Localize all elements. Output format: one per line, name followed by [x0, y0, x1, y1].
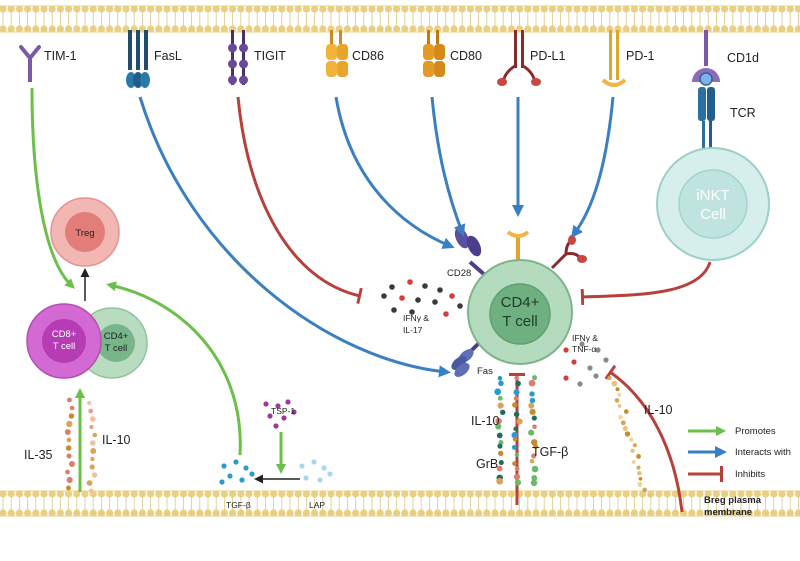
legend: Promotes Interacts with Inhibits Breg pl…: [688, 426, 791, 518]
treg-label: Treg: [75, 228, 94, 239]
pdl1-receptor-icon: [497, 30, 541, 86]
cd4-tcell-label-line1: CD4+: [501, 294, 540, 311]
cd1d-label: CD1d: [727, 51, 759, 65]
cd28-label: CD28: [447, 268, 471, 279]
pdl1-label: PD-L1: [530, 49, 565, 63]
fas-label: Fas: [477, 366, 493, 377]
cd8-label-line1: CD8+: [52, 329, 77, 340]
cd4-tcell-label-line2: T cell: [502, 313, 538, 330]
treg-cell: [50, 197, 120, 267]
cd80-to-cd28-arrow: [430, 96, 466, 237]
tigit-receptor-icon: [228, 30, 248, 85]
cd4-tcell-receptors: [451, 227, 587, 377]
top-plasma-membrane: [0, 5, 800, 33]
pd1-receptor-icon: [601, 30, 627, 87]
bottom-plasma-membrane: [0, 490, 800, 517]
ifn-tnf-label-line1: IFNγ &: [572, 333, 598, 343]
membrane-label-line1: Breg plasma: [704, 495, 762, 506]
inhibition-lines: [236, 96, 712, 513]
fasl-label: FasL: [154, 49, 182, 63]
cd4-small-label-line1: CD4+: [104, 331, 129, 342]
tim1-label: TIM-1: [44, 49, 77, 63]
il10-center-label: IL-10: [471, 414, 500, 428]
grb-label: GrB: [476, 457, 498, 471]
cd4-small-label-line2: T cell: [105, 343, 128, 354]
cd86-label: CD86: [352, 49, 384, 63]
cd8-cell: [26, 303, 102, 379]
pd1-label: PD-1: [626, 49, 655, 63]
tgfb-bottom-label: TGF-β: [226, 500, 251, 510]
ifn-il17-label-line1: IFNγ &: [403, 313, 429, 323]
tim1-receptor-icon: [19, 45, 41, 82]
cd1d-tcr-complex-icon: [692, 30, 720, 151]
inkt-label-line1: iNKT: [696, 187, 729, 204]
il35-label: IL-35: [24, 448, 53, 462]
il10-left-label: IL-10: [102, 433, 131, 447]
lap-label: LAP: [309, 500, 325, 510]
cytokine-particles: [64, 279, 652, 498]
fasl-receptor-icon: [126, 30, 150, 88]
membrane-label-line2: membrane: [704, 507, 752, 518]
tigit-label: TIGIT: [254, 49, 286, 63]
fasl-to-fas-arrow: [138, 96, 451, 378]
cd4-tcell: [467, 259, 573, 365]
tigit-inhibits-cytokines: [236, 96, 363, 305]
inkt-inhibits-tcell: [580, 261, 712, 306]
cd86-to-cd28-arrow: [334, 96, 455, 249]
tsp1-label: TSP-1: [271, 406, 295, 416]
il10-inhibits-ifn-tnf: [604, 364, 684, 513]
pd1-to-pdl1-arrow: [571, 96, 615, 239]
legend-promotes-label: Promotes: [735, 426, 776, 437]
legend-inhibits-label: Inhibits: [735, 469, 765, 480]
tgfb-promotes-treg: [106, 281, 242, 456]
legend-interacts-label: Interacts with: [735, 447, 791, 458]
inkt-label-line2: Cell: [700, 206, 726, 223]
cd86-receptor-icon: [326, 30, 348, 77]
cd80-label: CD80: [450, 49, 482, 63]
tim1-promotes-treg: [30, 87, 75, 289]
cd8-label-line2: T cell: [53, 341, 76, 352]
ifn-il17-label-line2: IL-17: [403, 325, 423, 335]
tcr-label: TCR: [730, 106, 756, 120]
interaction-arrows: [138, 96, 615, 378]
cd80-receptor-icon: [423, 30, 445, 77]
inkt-cell: [656, 147, 770, 261]
tgfb-center-label: TGF-β: [532, 445, 568, 459]
il10-right-label: IL-10: [644, 403, 673, 417]
promotion-arrows: [30, 87, 286, 492]
conversion-arrows: [80, 268, 300, 484]
ifn-tnf-label-line2: TNF-α: [572, 344, 596, 354]
